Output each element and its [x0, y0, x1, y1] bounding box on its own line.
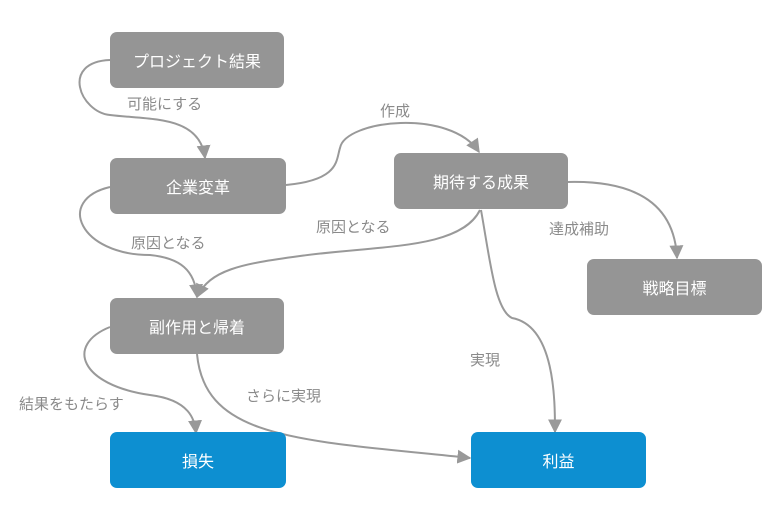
- node-corporate-change[interactable]: 企業変革: [110, 158, 286, 214]
- edge-label-cause-left: 原因となる: [131, 234, 206, 252]
- edge-label-achieve-support: 達成補助: [549, 220, 610, 238]
- edge-expected-to-side: [196, 209, 481, 299]
- edge-label-further-realize: さらに実現: [246, 387, 322, 405]
- edge-side-to-loss: [83, 326, 203, 435]
- edge-label-result-brings: 結果をもたらす: [19, 395, 124, 413]
- edge-side-to-profit: [196, 353, 472, 464]
- node-expected-outcome[interactable]: 期待する成果: [394, 153, 568, 209]
- node-project-result[interactable]: プロジェクト結果: [110, 32, 284, 88]
- edge-change-to-expected: [285, 122, 480, 186]
- node-strategic-goal[interactable]: 戦略目標: [587, 259, 762, 315]
- edge-project-to-change: [78, 59, 211, 160]
- edge-change-to-side: [79, 186, 204, 299]
- node-side-effects[interactable]: 副作用と帰着: [110, 298, 284, 354]
- node-loss[interactable]: 損失: [110, 432, 286, 488]
- edge-label-create: 作成: [380, 102, 411, 120]
- edge-expected-to-profit: [480, 209, 562, 434]
- edge-label-realize: 実現: [470, 351, 501, 369]
- edge-expected-to-goal: [567, 180, 684, 260]
- node-profit[interactable]: 利益: [471, 432, 646, 488]
- edge-label-possible: 可能にする: [127, 95, 203, 113]
- edge-label-cause-right: 原因となる: [316, 218, 391, 236]
